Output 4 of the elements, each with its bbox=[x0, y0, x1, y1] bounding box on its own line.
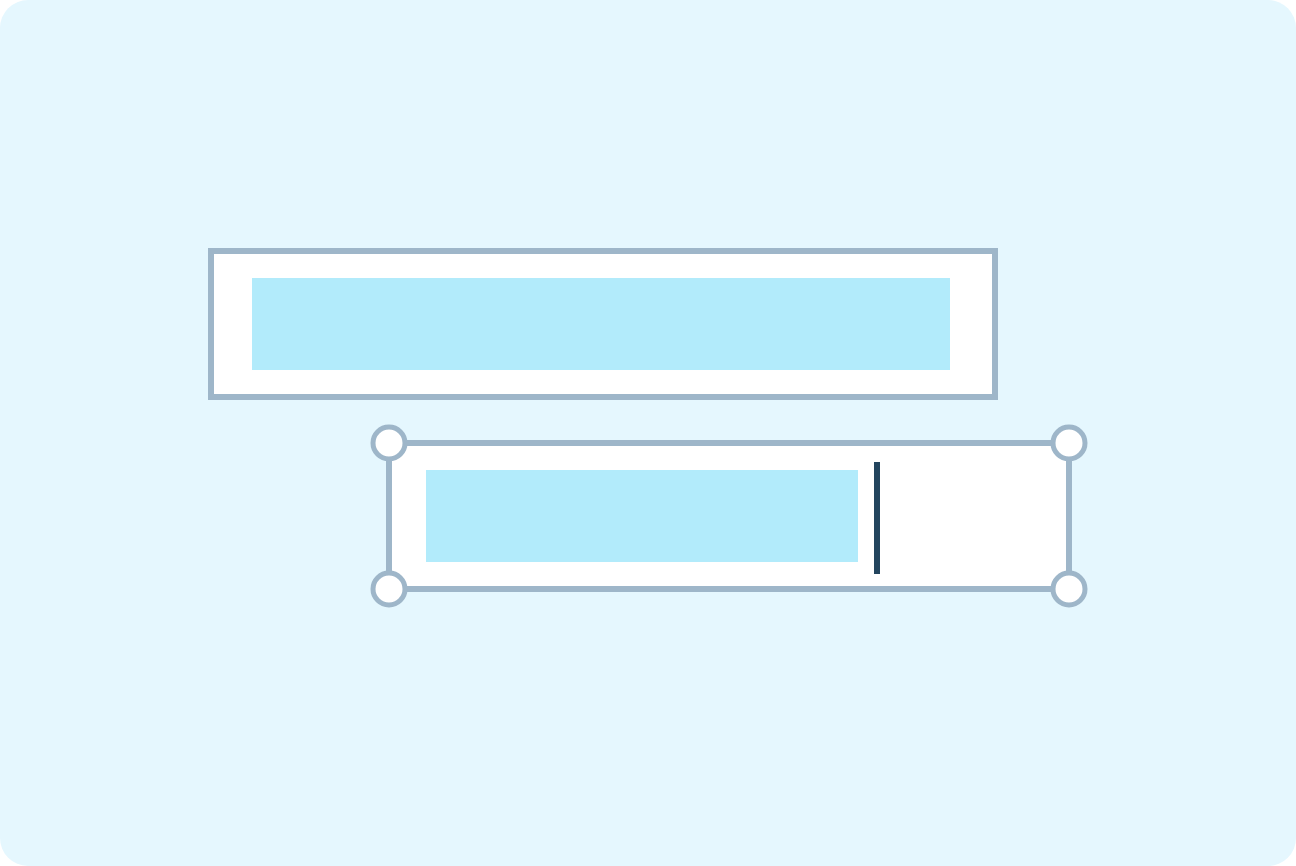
highlight-bar bbox=[426, 470, 858, 562]
text-field bbox=[386, 440, 1072, 592]
highlight-bar bbox=[252, 278, 950, 370]
text-field bbox=[208, 248, 998, 400]
